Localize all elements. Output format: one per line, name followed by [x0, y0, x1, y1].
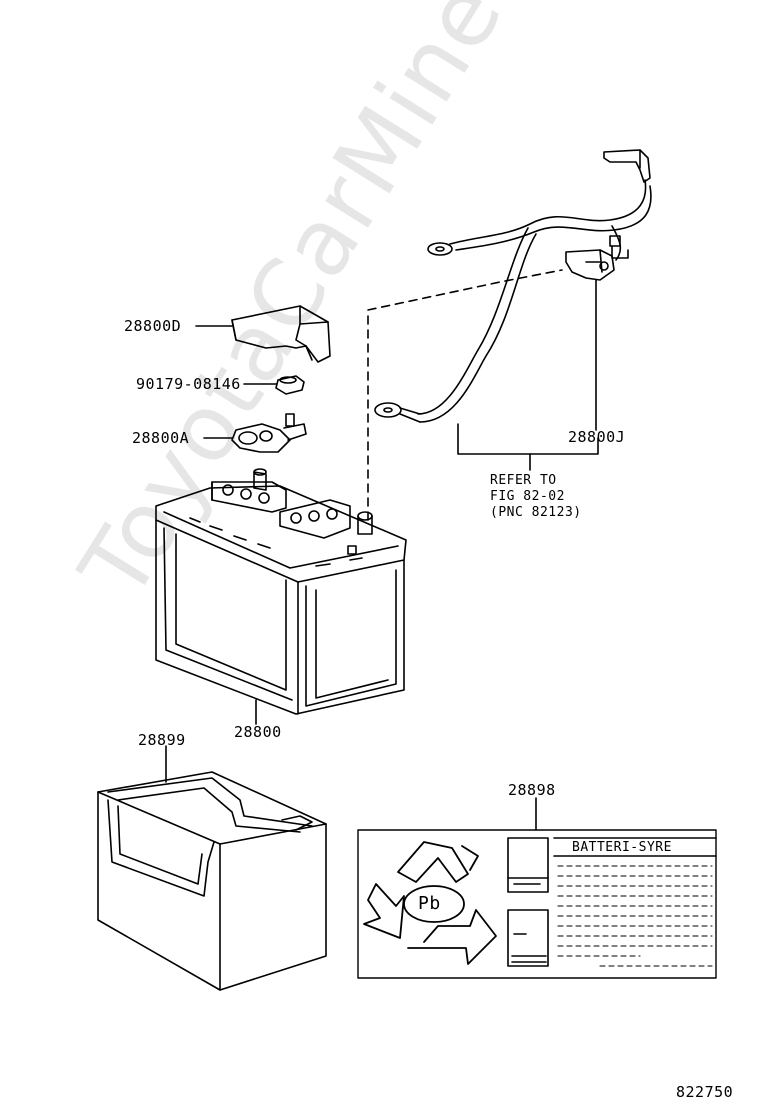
- part-number-tray: 28899: [138, 731, 186, 749]
- battery: [155, 468, 407, 725]
- refer-note-line1: REFER TO: [490, 473, 557, 488]
- battery-cable-assembly: [374, 149, 652, 471]
- part-number-battery: 28800: [234, 723, 282, 741]
- part-number-cover: 28800D: [124, 317, 182, 335]
- part-number-label: 28898: [508, 781, 556, 799]
- refer-note-line3: (PNC 82123): [490, 505, 582, 520]
- part-number-nut: 90179-08146: [136, 375, 241, 393]
- part-number-cable: 28800J: [568, 428, 626, 446]
- connection-dashed-line: [367, 269, 563, 521]
- label-title: BATTERI-SYRE: [572, 840, 672, 855]
- recycle-symbol-icon: [363, 841, 497, 965]
- refer-note-line2: FIG 82-02: [490, 489, 565, 504]
- battery-terminal: [203, 413, 307, 453]
- lead-symbol: Pb: [418, 893, 441, 914]
- terminal-cover: [195, 305, 331, 363]
- terminal-nut: [243, 375, 305, 395]
- figure-number: 822750: [676, 1083, 734, 1101]
- warning-label: [357, 797, 717, 979]
- battery-tray: [97, 745, 327, 991]
- part-number-terminal: 28800A: [132, 429, 190, 447]
